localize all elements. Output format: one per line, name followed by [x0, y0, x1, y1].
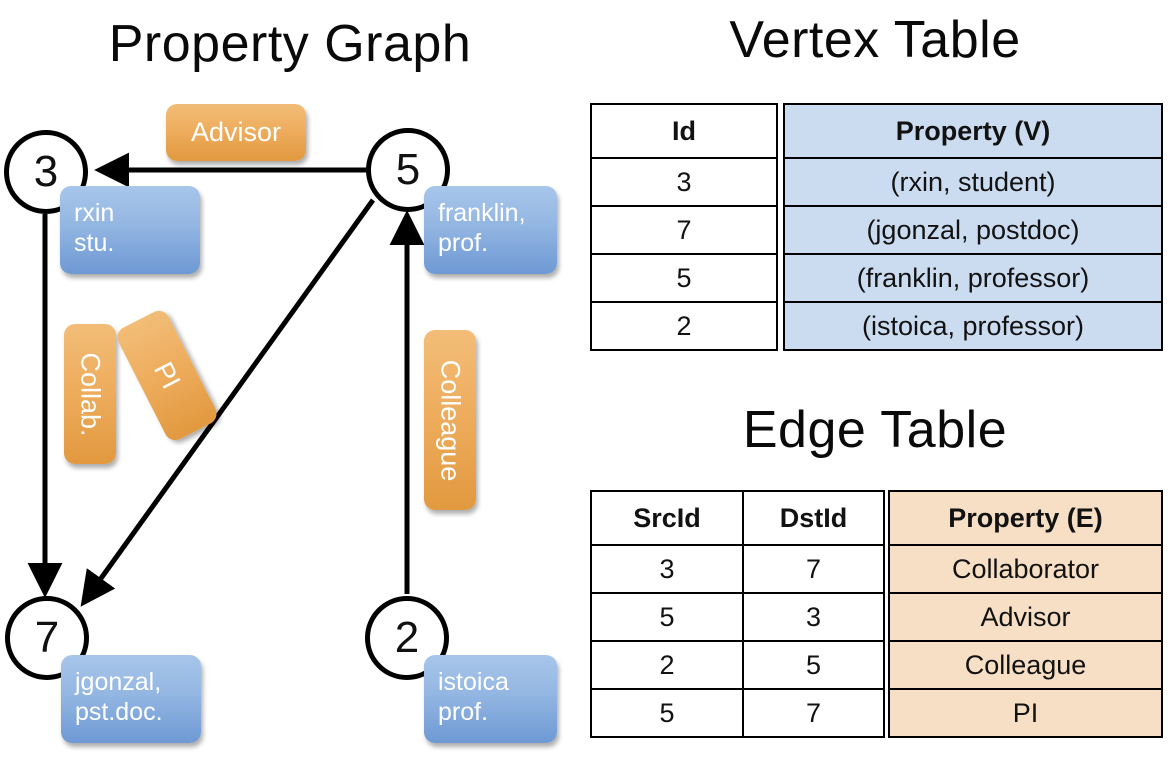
table-row: Collaborator [888, 544, 1163, 594]
page-title-edge-table: Edge Table [742, 401, 1008, 459]
vertex-property-callout-7-line1: jgonzal, [75, 668, 162, 696]
table-row: Advisor [888, 592, 1163, 642]
vertex-table-header-property: Property (V) [783, 103, 1163, 159]
table-row: PI [888, 688, 1163, 738]
vertex-property-callout-5-line2: prof. [438, 229, 489, 257]
page-title-vertex-table: Vertex Table [729, 11, 1021, 69]
vertex-table-cell-id: 2 [590, 301, 778, 351]
vertex-property-callout-3-line2: stu. [74, 229, 115, 257]
vertex-property-callout-3: rxin stu. [60, 186, 200, 274]
vertex-property-callout-3-line1: rxin [74, 199, 115, 227]
table-row: 7 [590, 205, 778, 255]
table-row: (franklin, professor) [783, 253, 1163, 303]
edge-table-cell-dstid: 7 [742, 688, 885, 738]
table-row: 3 7 [590, 544, 885, 594]
vertex-table-header-id: Id [590, 103, 778, 159]
edge-table-cell-srcid: 2 [590, 640, 744, 690]
table-header-row: Property (V) [783, 103, 1163, 159]
vertex-table-cell-property: (istoica, professor) [783, 301, 1163, 351]
table-row: Colleague [888, 640, 1163, 690]
edge-label-collab-text: Collab. [75, 351, 106, 437]
table-header-row: Property (E) [888, 490, 1163, 546]
table-header-row: SrcId DstId [590, 490, 885, 546]
edge-table-cell-dstid: 3 [742, 592, 885, 642]
page-title-property-graph: Property Graph [108, 15, 472, 73]
edge-table-cell-srcid: 3 [590, 544, 744, 594]
vertex-table-cell-id: 5 [590, 253, 778, 303]
graph-node-5[interactable]: 5 [366, 128, 450, 212]
edge-label-advisor: Advisor [166, 104, 306, 161]
vertex-table-property-column: Property (V) (rxin, student) (jgonzal, p… [783, 103, 1163, 351]
edge-table-cell-property: Colleague [888, 640, 1163, 690]
table-row: 5 7 [590, 688, 885, 738]
vertex-property-callout-2-line2: prof. [438, 698, 489, 726]
vertex-table-cell-id: 7 [590, 205, 778, 255]
edge-table-header-property: Property (E) [888, 490, 1163, 546]
graph-edges-layer [27, 152, 425, 607]
edge-table-header-dstid: DstId [742, 490, 885, 546]
vertex-table-cell-property: (rxin, student) [783, 157, 1163, 207]
table-row: (istoica, professor) [783, 301, 1163, 351]
vertex-property-callout-5: franklin, prof. [424, 186, 557, 274]
table-header-row: Id [590, 103, 778, 159]
table-row: 2 5 [590, 640, 885, 690]
edge-label-collab: Collab. [64, 324, 116, 464]
property-graph-canvas: 3 5 7 2 rxin stu. franklin, prof. jgonza… [0, 0, 580, 760]
edge-label-pi-text: PI [148, 357, 187, 394]
table-row: 3 [590, 157, 778, 207]
vertex-table-id-column: Id 3 7 5 2 [590, 103, 778, 351]
table-row: (jgonzal, postdoc) [783, 205, 1163, 255]
graph-node-5-label: 5 [395, 145, 421, 194]
edge-table-cell-property: PI [888, 688, 1163, 738]
edge-table-cell-srcid: 5 [590, 592, 744, 642]
table-row: 5 3 [590, 592, 885, 642]
vertex-table-cell-property: (jgonzal, postdoc) [783, 205, 1163, 255]
vertex-property-callout-5-line1: franklin, [438, 199, 526, 227]
vertex-property-callout-2-line1: istoica [438, 668, 509, 696]
edge-5-to-7 [80, 198, 376, 607]
graph-node-7-label: 7 [34, 613, 60, 662]
table-row: 5 [590, 253, 778, 303]
vertex-property-callout-2: istoica prof. [424, 655, 557, 743]
edge-table-src-dst-columns: SrcId DstId 3 7 5 3 2 5 5 7 [590, 490, 885, 738]
edge-table-property-column: Property (E) Collaborator Advisor Collea… [888, 490, 1163, 738]
vertex-property-callout-7: jgonzal, pst.doc. [61, 655, 201, 743]
edge-label-colleague: Colleague [424, 330, 476, 510]
graph-node-3-label: 3 [33, 147, 59, 196]
vertex-table-cell-id: 3 [590, 157, 778, 207]
edge-label-colleague-text: Colleague [435, 359, 466, 481]
edge-table-cell-dstid: 7 [742, 544, 885, 594]
edge-table-cell-dstid: 5 [742, 640, 885, 690]
graph-node-2[interactable]: 2 [365, 596, 449, 680]
table-row: (rxin, student) [783, 157, 1163, 207]
table-row: 2 [590, 301, 778, 351]
graph-node-2-label: 2 [394, 613, 420, 662]
edge-table-header-srcid: SrcId [590, 490, 744, 546]
edge-table-cell-property: Advisor [888, 592, 1163, 642]
edge-label-advisor-text: Advisor [190, 117, 282, 147]
edge-table-cell-property: Collaborator [888, 544, 1163, 594]
vertex-table-cell-property: (franklin, professor) [783, 253, 1163, 303]
edge-table-cell-srcid: 5 [590, 688, 744, 738]
vertex-property-callout-7-line2: pst.doc. [75, 698, 163, 726]
